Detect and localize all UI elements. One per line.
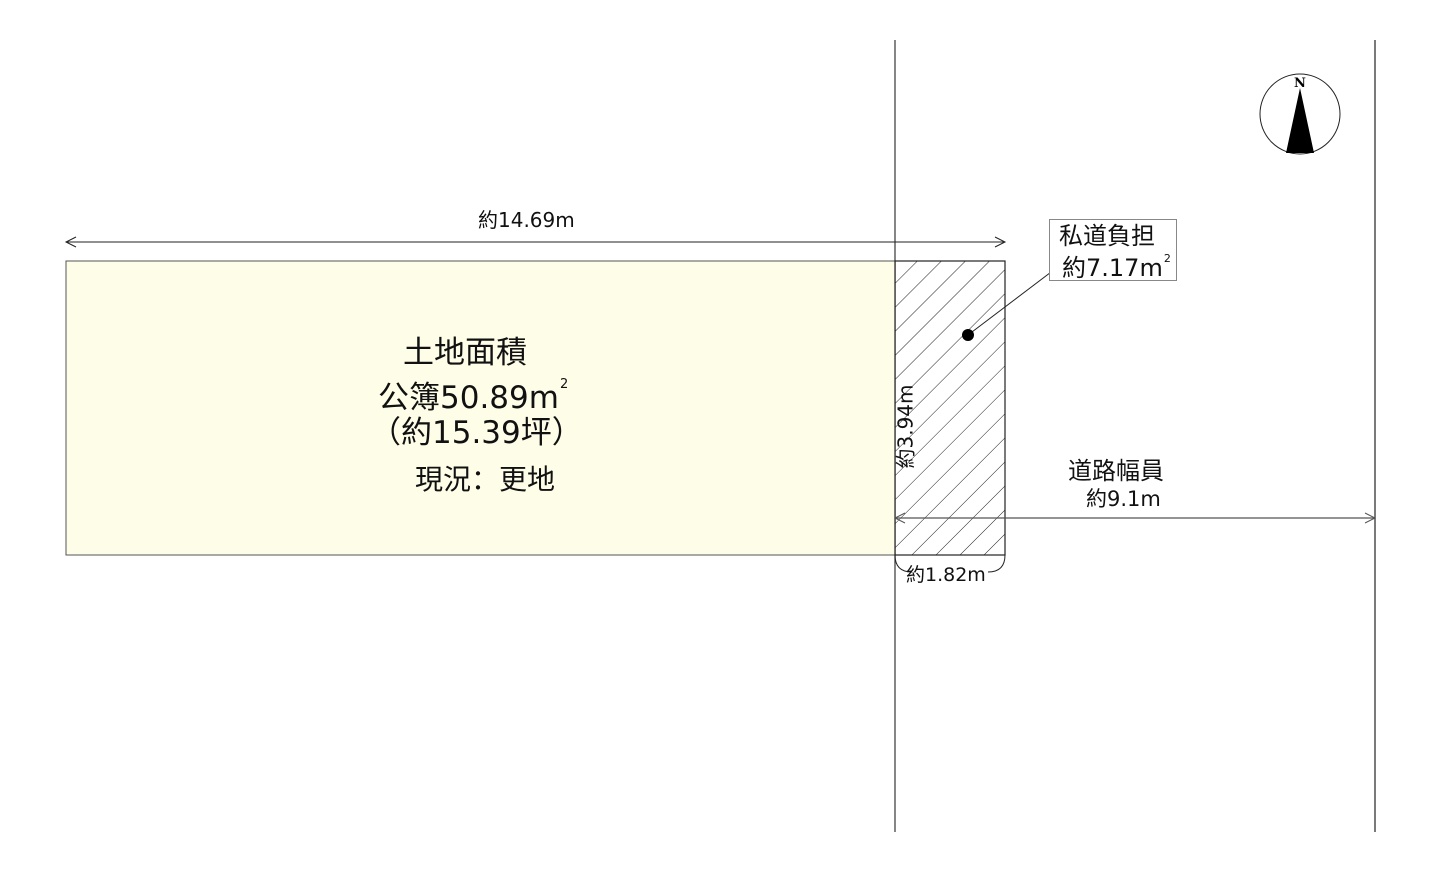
private-road-callout: [1049, 219, 1177, 281]
current-status: 現況：更地: [415, 463, 556, 496]
private-road-width-label: 約1.82m: [906, 564, 986, 586]
svg-text:N: N: [1294, 76, 1306, 91]
land-area-title: 土地面積: [403, 335, 527, 371]
private-road-area: [894, 260, 1006, 556]
land-parcel: [65, 260, 896, 556]
parcel-width-label: 約14.69m: [478, 208, 575, 232]
road-width-value: 約9.1m: [1086, 487, 1161, 511]
road-width-title: 道路幅員: [1068, 457, 1164, 485]
private-road-callout-title: 私道負担: [1059, 222, 1155, 250]
parcel-depth-label: 約3.94m: [893, 384, 918, 469]
private-road-callout-area: 約7.17m2: [1062, 252, 1171, 282]
tsubo-area: （約15.39坪）: [370, 415, 583, 451]
north-compass-icon: N: [1259, 73, 1341, 155]
registry-area: 公簿50.89m2: [378, 377, 569, 416]
